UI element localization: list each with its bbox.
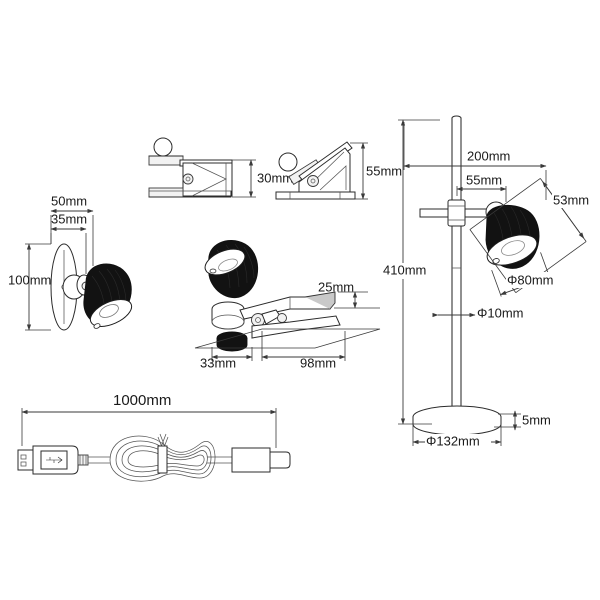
stand-collar: [447, 199, 466, 227]
view-wall-mount-lamp: 50mm 35mm 100mm: [8, 193, 133, 331]
usb-trident-icon: [46, 456, 63, 464]
dim-label-410mm: 410mm: [383, 262, 426, 277]
wall-lamp-switch: [93, 323, 101, 329]
usb-c-housing: [231, 447, 271, 473]
clamp-neck-bottom: [211, 314, 245, 330]
stand-arm-left: [419, 208, 449, 218]
view-clip-open: 55mm: [275, 141, 402, 200]
view-clip-closed: 30mm: [148, 137, 293, 198]
clamp-lamp-lens: [218, 258, 238, 272]
dim-clamp-length-98: 98mm: [261, 331, 346, 370]
clamp-lamp-switch: [209, 268, 217, 274]
stand-lamp-head: [485, 204, 540, 269]
clamp-foot-body: [216, 338, 248, 352]
view-floor-lamp: 200mm 55mm 410mm: [383, 115, 598, 450]
dim-pole-diameter-10: Φ10mm: [432, 305, 524, 320]
clamp-reference-plane: [194, 328, 381, 349]
dim-clamp-front-33: 33mm: [200, 347, 253, 370]
clip-closed-base: [148, 190, 232, 198]
view-usb-cable: 1000mm: [17, 392, 291, 482]
clip-closed-ball: [153, 137, 173, 157]
dim-label-30mm: 30mm: [257, 170, 293, 185]
dim-label-132mm: Φ132mm: [426, 433, 480, 448]
clamp-pivot-secondary: [277, 313, 287, 323]
dim-clip-open-55: 55mm: [350, 142, 402, 200]
wall-lamp-head: [83, 263, 133, 329]
dim-label-10mm: Φ10mm: [477, 305, 524, 320]
dim-head-diameter-80: Φ80mm: [491, 252, 564, 297]
view-clamp-lamp: 25mm 33mm 98mm: [194, 240, 381, 370]
dim-label-200mm: 200mm: [467, 148, 510, 163]
stand-base-edge: [412, 417, 502, 436]
usb-cable-lead-left: [88, 456, 110, 464]
usb-cable-tie-band: [157, 445, 168, 474]
usb-a-tip: [17, 449, 34, 471]
stand-lamp-lens: [501, 240, 525, 256]
clip-closed-top-pad: [148, 155, 184, 166]
stand-lamp-switch: [492, 258, 500, 264]
clip-open-ball: [278, 152, 298, 172]
dim-label-5mm: 5mm: [522, 412, 551, 427]
clip-open-pivot: [307, 175, 319, 187]
dim-wall-height-100: 100mm: [8, 243, 51, 331]
dim-cable-length-1000: 1000mm: [21, 392, 277, 448]
clamp-lower-arm: [251, 315, 341, 339]
usb-cable-lead-right: [207, 456, 232, 464]
usb-c-tip: [269, 451, 291, 469]
dim-label-98mm: 98mm: [300, 355, 336, 370]
dim-label-80mm: Φ80mm: [507, 272, 554, 287]
dim-label-55mm-stand: 55mm: [466, 172, 502, 187]
dim-label-25mm: 25mm: [318, 279, 354, 294]
dim-base-thickness-5: 5mm: [494, 410, 551, 431]
clamp-neck-body: [211, 309, 245, 330]
wall-lamp-lens: [99, 304, 119, 318]
dim-clamp-depth-25: 25mm: [318, 279, 380, 309]
dim-label-50mm: 50mm: [51, 193, 87, 208]
clip-open-spring: [319, 165, 347, 191]
clamp-upper-pad: [304, 291, 336, 310]
dim-label-55mm-clip: 55mm: [366, 163, 402, 178]
clip-closed-bottom-pad: [148, 187, 184, 198]
dim-base-diameter-132: Φ132mm: [412, 424, 502, 450]
dim-label-1000mm: 1000mm: [113, 392, 171, 409]
dim-clip-closed-30: 30mm: [232, 159, 293, 198]
dim-stand-offset-55: 55mm: [456, 172, 507, 202]
clamp-lamp-head: [204, 240, 259, 299]
stand-pole-cap: [451, 115, 462, 119]
usb-a-contact-2: [20, 461, 27, 467]
dim-label-53mm: 53mm: [553, 192, 589, 207]
dim-head-depth-53: 53mm: [469, 178, 598, 293]
dim-wall-width-35: 35mm: [50, 211, 87, 274]
usb-a-contact-1: [20, 454, 27, 460]
clip-open-base: [275, 191, 356, 200]
clip-closed-pivot: [182, 173, 194, 185]
clip-closed-body: [182, 162, 233, 197]
dim-label-33mm: 33mm: [200, 355, 236, 370]
dim-label-100mm: 100mm: [8, 272, 51, 287]
dim-label-35mm: 35mm: [51, 211, 87, 226]
dim-stand-height-410: 410mm: [383, 119, 440, 425]
